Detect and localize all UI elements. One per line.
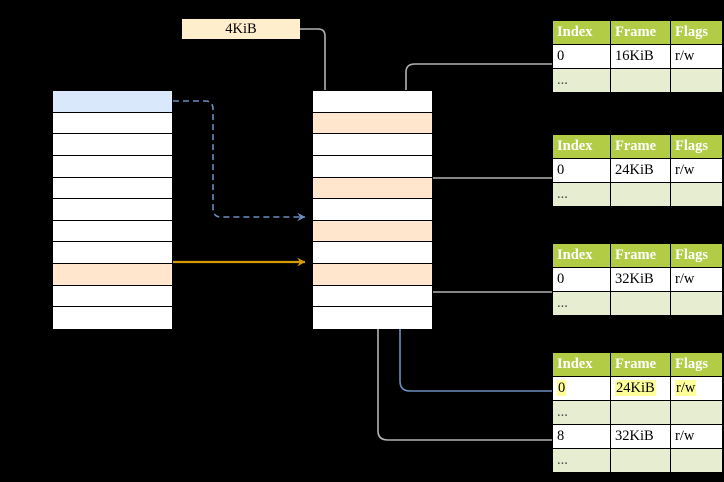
wire-left-blue-dashed [173,100,306,222]
cell-index: 0 [552,267,611,292]
wire-table3-to-middle [419,263,552,293]
cell-index: 0 [552,44,611,69]
column-header-index: Index [552,243,611,268]
cell-index: 0 [552,376,611,401]
table-header-row: Index Frame Flags [552,243,723,268]
directory-entry-5 [53,199,172,221]
page-table-1: Index Frame Flags 0 16KiB r/w ... [552,20,723,93]
directory-entry-8 [53,264,172,286]
cell-flags: r/w [670,376,723,401]
directory-entry-4 [313,177,432,200]
column-header-flags: Flags [670,352,723,377]
table-header-row: Index Frame Flags [552,352,723,377]
page-size-label: 4KiB [182,19,300,39]
cell-flags [670,291,723,316]
table-row: 0 24KiB r/w [552,158,723,183]
cell-flags [670,182,723,207]
cell-index: ... [552,182,611,207]
directory-entry-6 [313,220,432,243]
directory-entry-3 [313,155,432,178]
directory-entry-1 [313,112,432,135]
column-header-index: Index [552,352,611,377]
table-row: ... [552,182,723,207]
directory-entry-0 [313,91,432,113]
cell-frame-value: 24KiB [615,380,656,397]
table-row: 0 16KiB r/w [552,44,723,69]
cell-frame: 32KiB [610,267,671,292]
directory-entry-10 [53,307,172,329]
cell-frame [610,182,671,207]
column-header-index: Index [552,20,611,45]
directory-entry-8 [313,264,432,286]
table-row: ... [552,291,723,316]
table-row: 0 32KiB r/w [552,267,723,292]
directory-entry-1 [53,112,172,135]
column-header-frame: Frame [610,20,671,45]
cell-index: 0 [552,158,611,183]
cell-flags-value: r/w [675,380,697,397]
directory-entry-10 [313,307,432,329]
cell-frame [610,448,671,473]
cell-index: ... [552,68,611,93]
directory-entry-7 [53,242,172,264]
cell-frame: 24KiB [610,158,671,183]
directory-entry-2 [313,134,432,156]
cell-index: ... [552,448,611,473]
cell-index-value: 0 [557,380,567,397]
cell-flags: r/w [670,424,723,449]
column-header-frame: Frame [610,134,671,159]
directory-entry-2 [53,134,172,156]
column-header-flags: Flags [670,20,723,45]
table-header-row: Index Frame Flags [552,134,723,159]
cell-flags [670,400,723,425]
table-row: ... [552,400,723,425]
cell-frame: 24KiB [610,376,671,401]
cell-flags: r/w [670,44,723,69]
page-table-3: Index Frame Flags 0 32KiB r/w ... [552,243,723,316]
table-header-row: Index Frame Flags [552,20,723,45]
table-row: 0 24KiB r/w [552,376,723,401]
cell-index: ... [552,400,611,425]
cell-index: 8 [552,424,611,449]
directory-entry-6 [53,220,172,243]
cell-flags: r/w [670,158,723,183]
table-row: ... [552,68,723,93]
column-header-flags: Flags [670,243,723,268]
column-header-index: Index [552,134,611,159]
directory-entry-9 [313,285,432,308]
directory-entry-3 [53,155,172,178]
middle-directory-table [312,90,433,329]
directory-entry-5 [313,199,432,221]
page-table-2: Index Frame Flags 0 24KiB r/w ... [552,134,723,207]
column-header-frame: Frame [610,352,671,377]
cell-frame: 32KiB [610,424,671,449]
directory-entry-9 [53,285,172,308]
cell-flags: r/w [670,267,723,292]
cell-frame [610,400,671,425]
column-header-frame: Frame [610,243,671,268]
directory-entry-0 [53,91,172,113]
cell-flags [670,68,723,93]
cell-frame: 16KiB [610,44,671,69]
page-table-4: Index Frame Flags 0 24KiB r/w ... 8 32Ki… [552,352,723,473]
cell-flags [670,448,723,473]
cell-index: ... [552,291,611,316]
column-header-flags: Flags [670,134,723,159]
cell-frame [610,291,671,316]
wire-table2-to-middle [419,177,552,223]
table-row: 8 32KiB r/w [552,424,723,449]
directory-entry-7 [313,242,432,264]
directory-entry-4 [53,177,172,200]
table-row: ... [552,448,723,473]
cell-frame [610,68,671,93]
left-directory-table [52,90,173,329]
